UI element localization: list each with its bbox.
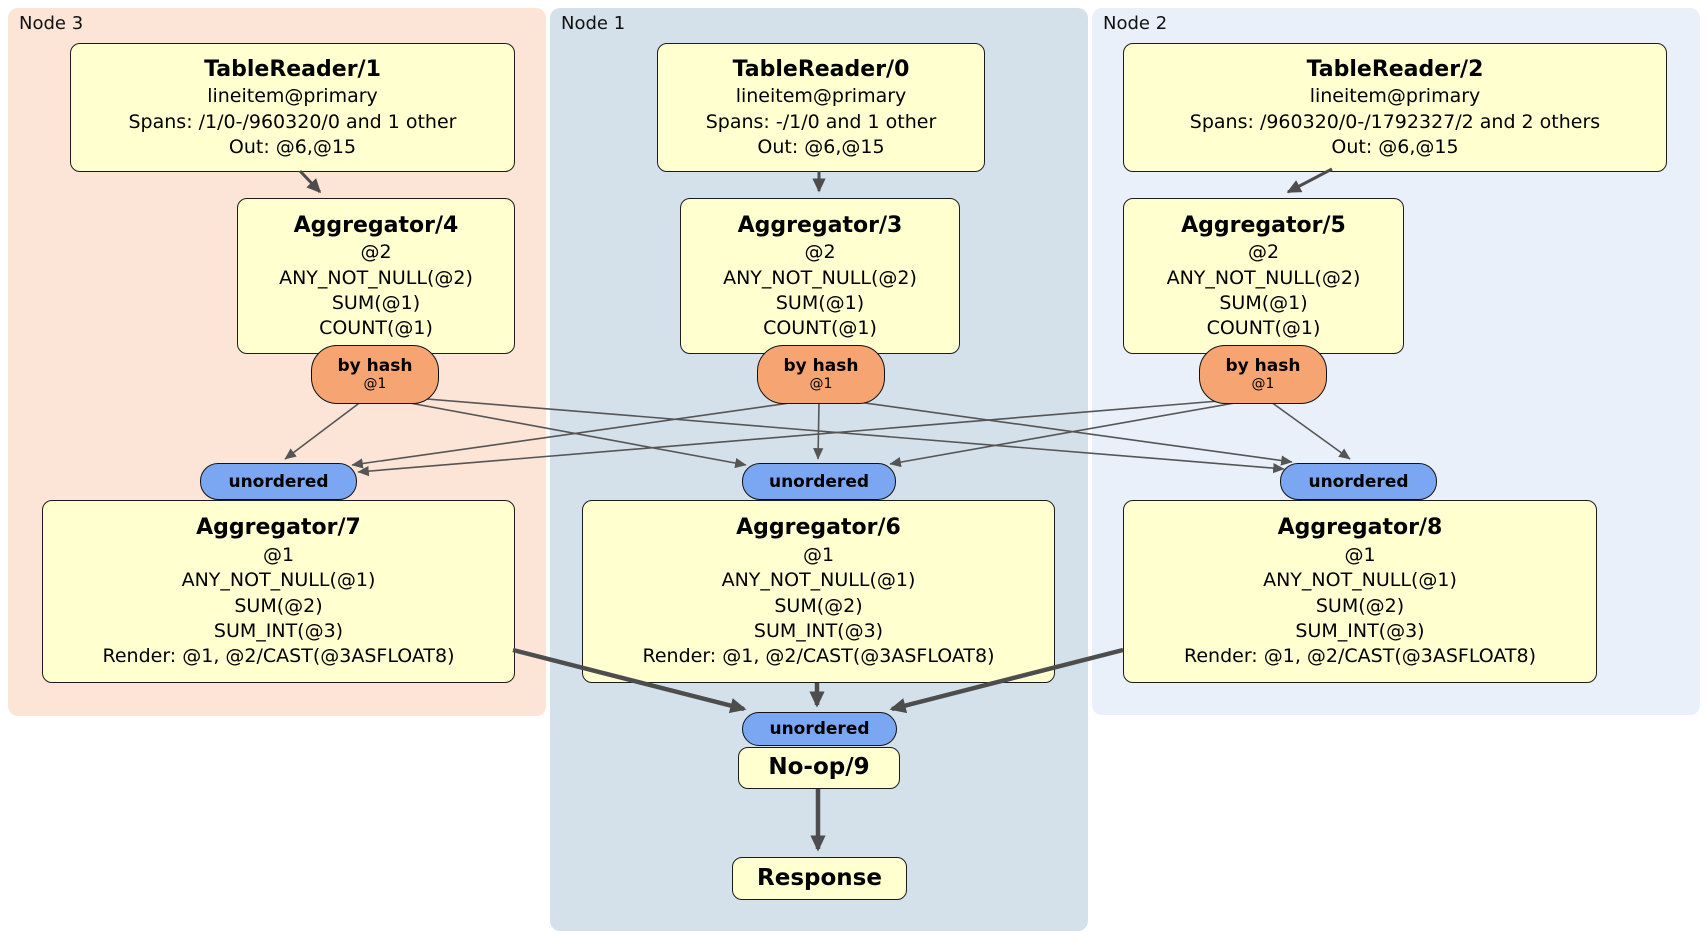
processor-box-aggregator-8: Aggregator/8 @1 ANY_NOT_NULL(@1) SUM(@2)… [1123, 500, 1597, 683]
processor-box-aggregator-7: Aggregator/7 @1 ANY_NOT_NULL(@1) SUM(@2)… [42, 500, 515, 683]
processor-detail-line: SUM(@2) [1315, 594, 1405, 617]
processor-detail-line: lineitem@primary [1309, 85, 1481, 108]
processor-detail-line: Render: @1, @2/CAST(@3ASFLOAT8) [642, 645, 995, 668]
processor-detail-line: Out: @6,@15 [757, 135, 885, 158]
processor-title: Aggregator/3 [737, 212, 903, 238]
router-label: by hash [783, 355, 859, 376]
processor-detail-line: Render: @1, @2/CAST(@3ASFLOAT8) [102, 645, 455, 668]
sync-label: unordered [228, 471, 329, 492]
processor-box-aggregator-4: Aggregator/4 @2 ANY_NOT_NULL(@2) SUM(@1)… [237, 198, 515, 354]
processor-title: TableReader/0 [732, 56, 910, 82]
processor-title: Aggregator/8 [1277, 515, 1443, 541]
processor-detail-line: Render: @1, @2/CAST(@3ASFLOAT8) [1184, 645, 1536, 668]
processor-detail-line: SUM(@2) [234, 594, 323, 617]
processor-title: Response [757, 864, 882, 891]
processor-box-tablereader-1: TableReader/1 lineitem@primary Spans: /1… [70, 43, 515, 172]
processor-title: TableReader/2 [1306, 56, 1484, 82]
processor-detail-line: ANY_NOT_NULL(@1) [1263, 569, 1457, 592]
processor-detail-line: ANY_NOT_NULL(@1) [721, 569, 916, 592]
sync-unordered-node3: unordered [200, 463, 357, 500]
router-detail: @1 [363, 376, 387, 393]
processor-detail-line: ANY_NOT_NULL(@2) [723, 266, 917, 289]
processor-detail-line: COUNT(@1) [319, 317, 433, 340]
processor-detail-line: Out: @6,@15 [228, 135, 357, 158]
processor-detail-line: lineitem@primary [735, 85, 907, 108]
sync-unordered-node2: unordered [1280, 463, 1437, 500]
processor-title: Aggregator/5 [1181, 212, 1346, 238]
processor-detail-line: SUM(@1) [775, 291, 865, 314]
router-label: by hash [1225, 355, 1301, 376]
processor-detail-line: @2 [804, 241, 836, 264]
sync-unordered-final: unordered [742, 712, 897, 746]
processor-title: TableReader/1 [204, 56, 381, 82]
sync-label: unordered [768, 471, 870, 492]
processor-title: No-op/9 [768, 754, 870, 781]
region-label: Node 2 [1103, 13, 1168, 34]
processor-detail-line: @1 [1344, 544, 1376, 567]
processor-box-response: Response [732, 857, 907, 900]
processor-title: Aggregator/6 [736, 515, 901, 541]
processor-detail-line: @1 [802, 544, 835, 567]
router-by-hash-node3: by hash @1 [311, 345, 439, 404]
processor-detail-line: @2 [360, 241, 392, 264]
processor-detail-line: SUM(@1) [331, 291, 421, 314]
processor-title: Aggregator/7 [196, 515, 361, 541]
router-label: by hash [337, 355, 413, 376]
router-detail: @1 [1251, 376, 1275, 393]
sync-label: unordered [769, 719, 870, 739]
processor-detail-line: Out: @6,@15 [1331, 135, 1459, 158]
processor-box-tablereader-0: TableReader/0 lineitem@primary Spans: -/… [657, 43, 985, 172]
processor-detail-line: Spans: /1/0-/960320/0 and 1 other [128, 110, 457, 133]
region-label: Node 3 [19, 13, 84, 34]
router-by-hash-node2: by hash @1 [1199, 345, 1327, 404]
processor-detail-line: ANY_NOT_NULL(@2) [1166, 266, 1361, 289]
processor-detail-line: COUNT(@1) [1206, 317, 1321, 340]
processor-detail-line: SUM(@1) [1219, 291, 1308, 314]
processor-box-noop-9: No-op/9 [738, 747, 900, 789]
processor-box-aggregator-3: Aggregator/3 @2 ANY_NOT_NULL(@2) SUM(@1)… [680, 198, 960, 354]
router-by-hash-node1: by hash @1 [757, 345, 885, 404]
processor-box-tablereader-2: TableReader/2 lineitem@primary Spans: /9… [1123, 43, 1667, 172]
processor-detail-line: Spans: /960320/0-/1792327/2 and 2 others [1189, 110, 1601, 133]
sync-label: unordered [1308, 471, 1409, 492]
processor-detail-line: SUM_INT(@3) [213, 619, 344, 642]
region-label: Node 1 [561, 13, 626, 34]
processor-detail-line: SUM(@2) [774, 594, 863, 617]
processor-box-aggregator-6: Aggregator/6 @1 ANY_NOT_NULL(@1) SUM(@2)… [582, 500, 1055, 683]
processor-detail-line: ANY_NOT_NULL(@2) [279, 266, 473, 289]
processor-detail-line: @1 [262, 544, 295, 567]
sync-unordered-node1: unordered [742, 463, 896, 500]
processor-detail-line: SUM_INT(@3) [753, 619, 884, 642]
processor-detail-line: ANY_NOT_NULL(@1) [181, 569, 376, 592]
processor-detail-line: lineitem@primary [207, 85, 378, 108]
processor-title: Aggregator/4 [293, 212, 459, 238]
processor-detail-line: SUM_INT(@3) [1295, 619, 1425, 642]
processor-detail-line: Spans: -/1/0 and 1 other [705, 110, 937, 133]
processor-detail-line: COUNT(@1) [763, 317, 877, 340]
router-detail: @1 [809, 376, 833, 393]
processor-box-aggregator-5: Aggregator/5 @2 ANY_NOT_NULL(@2) SUM(@1)… [1123, 198, 1404, 354]
processor-detail-line: @2 [1247, 241, 1280, 264]
